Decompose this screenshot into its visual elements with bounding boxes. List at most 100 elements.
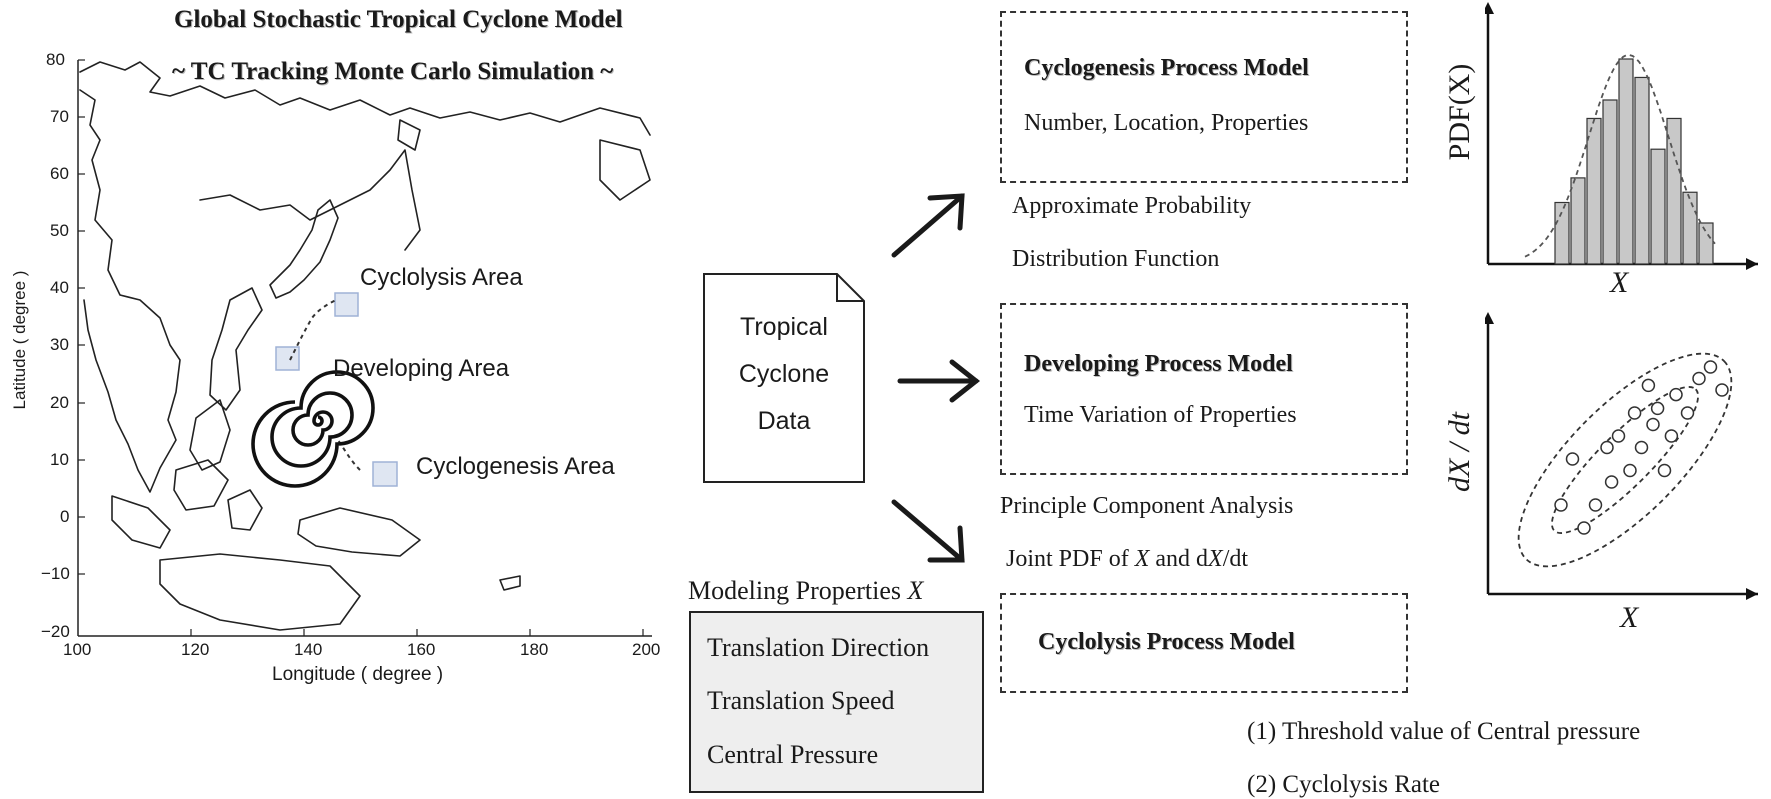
scatter-y-label: dX / dt xyxy=(1443,412,1476,492)
scatter-point xyxy=(1554,498,1568,512)
scatter-point xyxy=(1577,521,1591,535)
property-item: Translation Speed xyxy=(707,686,895,715)
developing-model-title: Developing Process Model xyxy=(1024,351,1293,377)
developing-model-desc: Time Variation of Properties xyxy=(1024,402,1297,428)
histogram-bar xyxy=(1682,191,1698,265)
histogram-bar xyxy=(1618,58,1634,265)
histogram-x-label: X xyxy=(1610,266,1629,299)
histogram-bar xyxy=(1586,117,1602,265)
histogram-bar xyxy=(1634,76,1650,265)
x-tick-160: 160 xyxy=(407,640,436,659)
y-tick-30: 30 xyxy=(50,335,69,354)
flow-arrows xyxy=(891,193,981,563)
cyclolysis-process-model-box: Cyclolysis Process Model xyxy=(1000,593,1408,693)
map-title: Global Stochastic Tropical Cyclone Model xyxy=(174,6,623,33)
y-tick-70: 70 xyxy=(50,107,69,126)
arrow-up-right-icon xyxy=(891,193,965,258)
cyclone-spiral-icon xyxy=(251,370,375,488)
scatter-point xyxy=(1650,401,1665,416)
pca-joint-prefix: Joint PDF of xyxy=(1006,546,1135,572)
modeling-properties-title: Modeling Properties X xyxy=(688,576,923,606)
scatter-point xyxy=(1692,371,1706,386)
property-item: Central Pressure xyxy=(707,740,879,769)
scatter-x-arrow-icon xyxy=(1746,588,1758,600)
scatter-point xyxy=(1588,498,1603,512)
pca-joint-mid: and d xyxy=(1149,546,1209,572)
scatter-y-arrow-icon xyxy=(1485,312,1494,324)
scatter-point xyxy=(1641,378,1656,393)
x-tick-200: 200 xyxy=(632,640,661,659)
scatter-point xyxy=(1565,452,1580,466)
y-tick-0: 0 xyxy=(60,507,70,526)
pca-text-line-1: Principle Component Analysis xyxy=(1000,493,1294,519)
pca-var-x2: X xyxy=(1208,546,1223,572)
scatter-point xyxy=(1611,429,1626,443)
scatter-plot xyxy=(1485,312,1758,600)
y-tick-40: 40 xyxy=(50,278,69,297)
cyclogenesis-model-desc: Number, Location, Properties xyxy=(1024,110,1309,136)
property-item: Translation Direction xyxy=(707,633,930,662)
scatter-point xyxy=(1664,429,1679,443)
histogram-bar xyxy=(1570,177,1586,265)
tc-data-line-2: Cyclone xyxy=(738,360,830,388)
y-tick-20: 20 xyxy=(50,393,69,412)
x-tick-120: 120 xyxy=(181,640,210,659)
pdf-text-line-1: Approximate Probability xyxy=(1012,193,1252,219)
developing-area-label: Developing Area xyxy=(333,355,510,382)
developing-area-square-icon xyxy=(275,346,300,371)
longitude-axis-label: Longitude ( degree ) xyxy=(272,664,444,685)
pca-var-x: X xyxy=(1134,546,1150,572)
cyclolysis-area-square-icon xyxy=(334,292,359,317)
pca-joint-suffix: /dt xyxy=(1222,546,1249,572)
scatter-point xyxy=(1604,475,1619,489)
y-tick-10: 10 xyxy=(50,450,69,469)
cyclolysis-criterion-2: (2) Cyclolysis Rate xyxy=(1247,771,1441,798)
y-tick-60: 60 xyxy=(50,164,69,183)
histogram-y-label: PDF(X) xyxy=(1443,63,1476,161)
modeling-properties-box: Translation Direction Translation Speed … xyxy=(689,611,984,793)
cyclogenesis-model-title: Cyclogenesis Process Model xyxy=(1024,55,1309,81)
scatter-point xyxy=(1703,360,1718,374)
scatter-point xyxy=(1646,417,1660,432)
y-tick-neg20: −20 xyxy=(41,622,70,641)
developing-process-model-box: Developing Process Model Time Variation … xyxy=(1000,303,1408,475)
cyclolysis-model-title: Cyclolysis Process Model xyxy=(1038,629,1295,655)
scatter-point xyxy=(1623,463,1637,478)
scatter-point xyxy=(1634,440,1649,455)
cyclogenesis-area-label: Cyclogenesis Area xyxy=(416,453,615,480)
scatter-point xyxy=(1680,406,1695,420)
scatter-point xyxy=(1715,383,1729,397)
tc-data-line-3: Data xyxy=(757,407,811,435)
cyclogenesis-process-model-box: Cyclogenesis Process Model Number, Locat… xyxy=(1000,11,1408,183)
modeling-properties-prefix: Modeling Properties xyxy=(688,576,908,605)
x-tick-140: 140 xyxy=(294,640,323,659)
x-tick-180: 180 xyxy=(520,640,549,659)
tropical-cyclone-data-document: Tropical Cyclone Data xyxy=(703,273,865,483)
cyclogenesis-area-square-icon xyxy=(372,461,398,487)
histogram-pdf-curve xyxy=(1524,54,1716,258)
x-tick-100: 100 xyxy=(63,640,92,659)
modeling-properties-var: X xyxy=(907,576,924,605)
scatter-point xyxy=(1669,387,1683,402)
histogram-bar xyxy=(1554,201,1570,265)
histogram-y-arrow-icon xyxy=(1485,2,1494,14)
pdf-text-line-2: Distribution Function xyxy=(1012,246,1220,272)
arrow-down-right-icon xyxy=(891,499,965,563)
scatter-inner-ellipse xyxy=(1551,386,1699,534)
histogram-bar xyxy=(1666,117,1682,265)
document-icon xyxy=(703,273,865,483)
cyclolysis-area-label: Cyclolysis Area xyxy=(360,264,523,291)
y-tick-50: 50 xyxy=(50,221,69,240)
histogram-bar xyxy=(1650,148,1666,265)
cyclolysis-criterion-1: (1) Threshold value of Central pressure xyxy=(1247,718,1641,745)
coastline-outlines xyxy=(79,61,651,631)
histogram-bar xyxy=(1698,222,1714,265)
y-tick-neg10: −10 xyxy=(41,564,70,583)
histogram-x-arrow-icon xyxy=(1746,258,1758,270)
map-subtitle: ~ TC Tracking Monte Carlo Simulation ~ xyxy=(172,58,614,85)
tc-data-line-1: Tropical xyxy=(740,313,828,341)
y-tick-80: 80 xyxy=(46,50,65,69)
scatter-point xyxy=(1657,463,1672,478)
scatter-point xyxy=(1627,406,1642,420)
scatter-point xyxy=(1600,440,1614,455)
